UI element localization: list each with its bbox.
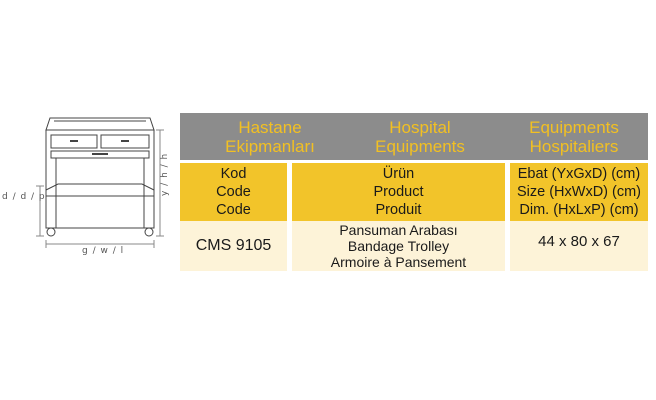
header-english-line-1: Hospital	[389, 117, 451, 137]
height-label: y / h / h	[160, 152, 170, 196]
trolley-drawing	[36, 117, 164, 248]
label-code-fr: Code	[216, 202, 251, 218]
trolley-drawer-left	[50, 134, 98, 149]
product-code: CMS 9105	[195, 237, 272, 254]
label-dim: Dim. (HxLxP) (cm)	[519, 202, 639, 218]
label-cell-product: Ürün Product Produit	[292, 163, 505, 221]
label-product: Product	[373, 184, 424, 200]
label-size: Size (HxWxD) (cm)	[516, 184, 642, 200]
header-turkish-line-1: Hastane	[238, 117, 302, 137]
width-label: g / w / l	[82, 246, 125, 256]
label-kod: Kod	[220, 166, 247, 182]
product-name-en: Bandage Trolley	[347, 238, 450, 254]
row-code-cell: CMS 9105	[180, 221, 287, 271]
trolley-drawer-right	[100, 134, 150, 149]
header-french-line-1: Equipments	[529, 117, 619, 137]
trolley-top-rim	[45, 117, 155, 131]
header-french: Equipments Hospitaliers	[500, 113, 648, 160]
header-french-line-2: Hospitaliers	[529, 136, 619, 156]
header-turkish-line-2: Ekipmanları	[225, 136, 315, 156]
product-name-fr: Armoire à Pansement	[330, 254, 467, 270]
product-dimensions: 44 x 80 x 67	[538, 233, 620, 250]
product-name-tr: Pansuman Arabası	[339, 222, 458, 238]
label-cell-code: Kod Code Code	[180, 163, 287, 221]
trolley-lower-shelf	[45, 183, 155, 191]
depth-label: d / d / p	[2, 192, 46, 202]
header-english: Hospital Equipments	[340, 113, 500, 160]
trolley-middle-rail	[50, 150, 150, 159]
trolley-frame	[45, 129, 155, 229]
label-cell-size: Ebat (YxGxD) (cm) Size (HxWxD) (cm) Dim.…	[510, 163, 648, 221]
trolley-wheel-right	[144, 227, 154, 237]
header-english-line-2: Equipments	[375, 136, 465, 156]
label-produit: Produit	[375, 202, 422, 218]
trolley-wheel-left	[46, 227, 56, 237]
header-turkish: Hastane Ekipmanları	[180, 113, 360, 160]
row-product-cell: Pansuman Arabası Bandage Trolley Armoire…	[292, 221, 505, 271]
label-urun: Ürün	[382, 166, 415, 182]
row-dimensions-cell: 44 x 80 x 67	[510, 221, 648, 271]
table-header-band	[180, 113, 648, 160]
label-code-en: Code	[216, 184, 251, 200]
label-ebat: Ebat (YxGxD) (cm)	[517, 166, 641, 182]
